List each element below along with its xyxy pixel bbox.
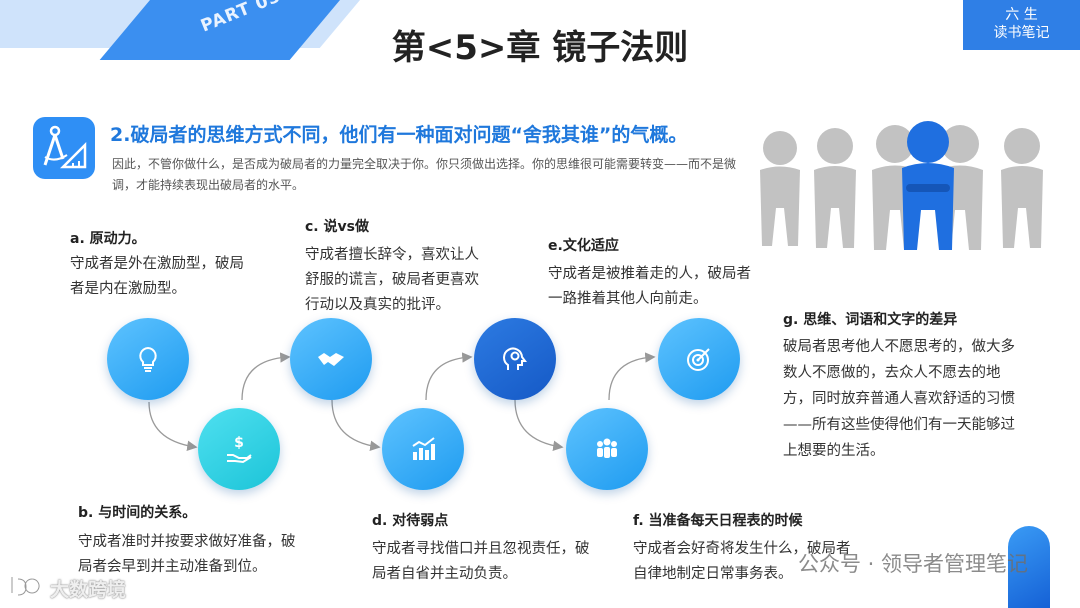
- head-gear-icon: [474, 318, 556, 400]
- item-d-label: d. 对待弱点: [372, 513, 449, 529]
- page-title: 第<5>章 镜子法则: [391, 28, 689, 68]
- item-b-label: b. 与时间的关系。: [78, 505, 197, 521]
- compass-ruler-icon: [33, 117, 95, 179]
- item-a-label: a. 原动力。: [70, 231, 146, 247]
- lightbulb-icon: [107, 318, 189, 400]
- hand-dollar-icon: $: [198, 408, 280, 490]
- growth-chart-icon: [382, 408, 464, 490]
- intro-description: 因此，不管你做什么，是否成为破局者的力量完全取决于你。你只须做出选择。你的思维很…: [112, 157, 737, 192]
- watermark-left: 大数跨境: [50, 579, 127, 601]
- item-e-text: 守成者是被推着走的人，破局者一路推着其他人向前走。: [548, 266, 751, 307]
- item-f-label: f. 当准备每天日程表的时候: [633, 513, 803, 529]
- item-e-label: e.文化适应: [548, 238, 619, 254]
- item-c-label: c. 说vs做: [305, 219, 369, 235]
- people-illustration: [760, 118, 1050, 253]
- intro-heading: 2.破局者的思维方式不同，他们有一种面对问题“舍我其谁”的气概。: [110, 124, 688, 146]
- item-g-label: g. 思维、词语和文字的差异: [783, 312, 958, 328]
- item-c-text: 守成者擅长辞令，喜欢让人舒服的谎言，破局者更喜欢行动以及真实的批评。: [305, 247, 479, 313]
- target-icon: [658, 318, 740, 400]
- team-icon: [566, 408, 648, 490]
- svg-text:$: $: [234, 435, 244, 451]
- watermark-right: 公众号 · 领导者管理笔记: [798, 552, 1029, 576]
- handshake-icon: [290, 318, 372, 400]
- item-g-text: 破局者思考他人不愿思考的，做大多数人不愿做的，去众人不愿去的地方，同时放弃普通人…: [783, 339, 1015, 459]
- watermark-logo-icon: [8, 573, 48, 599]
- brand-line-2: 读书笔记: [993, 25, 1050, 41]
- brand-line-1: 六 生: [1005, 7, 1038, 23]
- item-a-text: 守成者是外在激励型，破局者是内在激励型。: [70, 256, 244, 297]
- item-f-text: 守成者会好奇将发生什么，破局者自律地制定日常事务表。: [633, 541, 851, 582]
- item-b-text: 守成者准时并按要求做好准备，破局者会早到并主动准备到位。: [78, 534, 296, 575]
- brand-badge: 六 生 读书笔记: [960, 0, 1080, 50]
- corner-decoration: [1008, 526, 1050, 608]
- item-d-text: 守成者寻找借口并且忽视责任，破局者自省并主动负责。: [372, 541, 590, 582]
